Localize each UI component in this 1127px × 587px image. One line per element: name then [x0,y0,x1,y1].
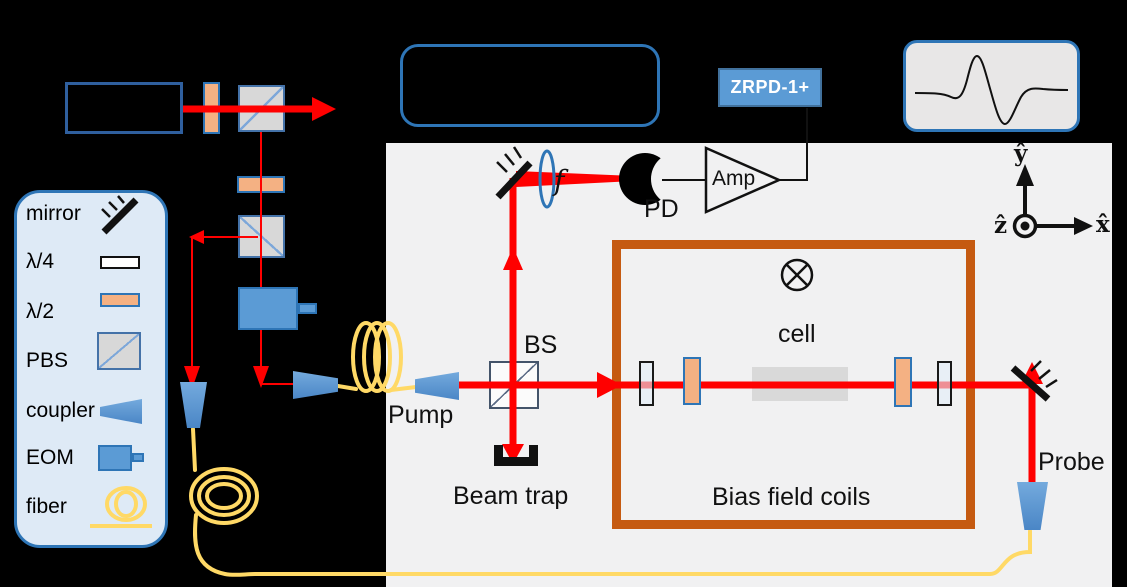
mirror-top [495,146,533,200]
wire-amp-zrpd [779,108,808,181]
coordinate-axes [1012,164,1093,239]
half-waveplate-cell-right [894,357,912,407]
quarter-waveplate-icon [100,256,140,269]
probe-label: Probe [1038,448,1105,476]
legend-item-half-waveplate: λ/2 [26,300,55,323]
zrpd-box: ZRPD-1+ [718,68,822,107]
eom-icon-stub [132,453,144,462]
eom-stub [298,303,317,314]
mirror-icon [101,195,139,235]
eom-icon [98,445,132,471]
bias-coils-label: Bias field coils [712,483,871,511]
laser-box [65,82,183,134]
z-axis-label: ẑ [994,212,1008,239]
zrpd-label: ZRPD-1+ [730,77,810,97]
legend-item-fiber: fiber [26,495,67,518]
lens-focal-label: f [554,164,565,197]
legend-box [14,190,168,548]
beam-trap-icon [494,445,538,466]
amplifier-triangle [704,146,783,214]
half-waveplate-icon [100,293,140,307]
y-axis-label: ŷ [1014,140,1028,167]
beam-trap-label: Beam trap [453,482,569,510]
quarter-waveplate-cell-right [937,361,952,406]
bs-label: BS [524,331,558,359]
eom [238,287,298,330]
amp-label: Amp [712,167,756,190]
pump-label: Pump [388,401,454,429]
thin-red-beams [184,132,295,389]
half-waveplate-cell-left [683,357,701,405]
dispersive-signal-curve [914,54,1069,126]
lens-icon [538,149,556,209]
quarter-waveplate-cell-left [639,361,654,406]
cell-label: cell [778,320,816,348]
legend-item-coupler: coupler [26,399,95,422]
fiber-path-probe [189,427,1032,577]
field-into-page-icon [780,258,814,292]
legend-item-eom: EOM [26,446,74,469]
mirror-probe [1010,360,1058,402]
legend-item-mirror: mirror [26,202,81,225]
rounded-box [400,44,660,127]
legend-item-quarter-waveplate: λ/4 [26,250,55,273]
pd-label: PD [644,195,679,223]
signal-display-box [903,40,1080,132]
fiber-path-pump [336,321,418,393]
legend-item-pbs: PBS [26,349,69,372]
x-axis-label: x̂ [1096,211,1110,238]
thick-red-beams [183,97,1043,483]
pbs-icon [97,332,141,370]
fiber-icon [90,486,152,528]
beam-to-pd [516,171,634,187]
